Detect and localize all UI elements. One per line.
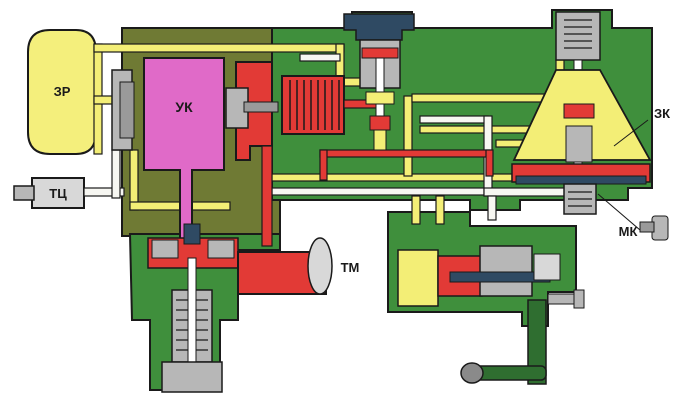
right-valve-spring — [564, 19, 592, 49]
mk-blue-base — [515, 175, 647, 185]
zk-upper-red — [563, 103, 595, 119]
tm-brake-line-chamber — [237, 251, 327, 295]
bottom-valve-seat-right — [207, 239, 235, 259]
mechanism-gray-housing — [479, 245, 533, 297]
uk-piston-rod — [243, 101, 279, 113]
mechanism-right-block — [533, 253, 561, 281]
handle-lever-vertical — [527, 299, 547, 385]
right-valve-cap — [555, 11, 601, 61]
handle-pivot-cap — [573, 289, 585, 309]
zk-leader-line — [613, 119, 649, 147]
label-mk: МК — [619, 224, 638, 239]
spare-reservoir — [27, 29, 97, 155]
label-zr: ЗР — [54, 84, 71, 99]
label-tm: ТМ — [341, 260, 360, 275]
bottom-valve-seat-left — [151, 239, 179, 259]
bottom-valve-base — [161, 361, 223, 393]
label-tc: ТЦ — [49, 186, 67, 201]
top-valve-yellow-outlet — [373, 129, 387, 151]
brake-cylinder-rod — [13, 185, 35, 201]
mk-lower-spring — [568, 191, 592, 207]
handle-pivot-bolt — [547, 293, 577, 305]
label-uk: УК — [175, 99, 193, 115]
spring-coils — [289, 80, 340, 130]
side-bolt-stem — [639, 221, 655, 233]
zk-spring-body — [565, 125, 593, 163]
handle-knob — [460, 362, 484, 384]
top-valve-lower-red — [369, 115, 391, 131]
uk-left-diaphragm — [111, 69, 135, 151]
spring-housing — [281, 75, 345, 135]
top-valve-lower-seat — [365, 91, 395, 105]
bottom-valve-stem — [187, 257, 197, 369]
brake-cylinder-pipe — [83, 187, 125, 197]
label-zk: ЗК — [654, 106, 670, 121]
bottom-valve-stem-cap — [183, 223, 201, 245]
top-valve-red-seat — [361, 47, 399, 59]
red-channels — [261, 99, 494, 247]
tm-brake-line-opening — [307, 237, 333, 295]
mechanism-yellow-left — [397, 249, 439, 307]
mk-leader-line — [597, 193, 641, 231]
top-valve-cap — [343, 13, 415, 41]
